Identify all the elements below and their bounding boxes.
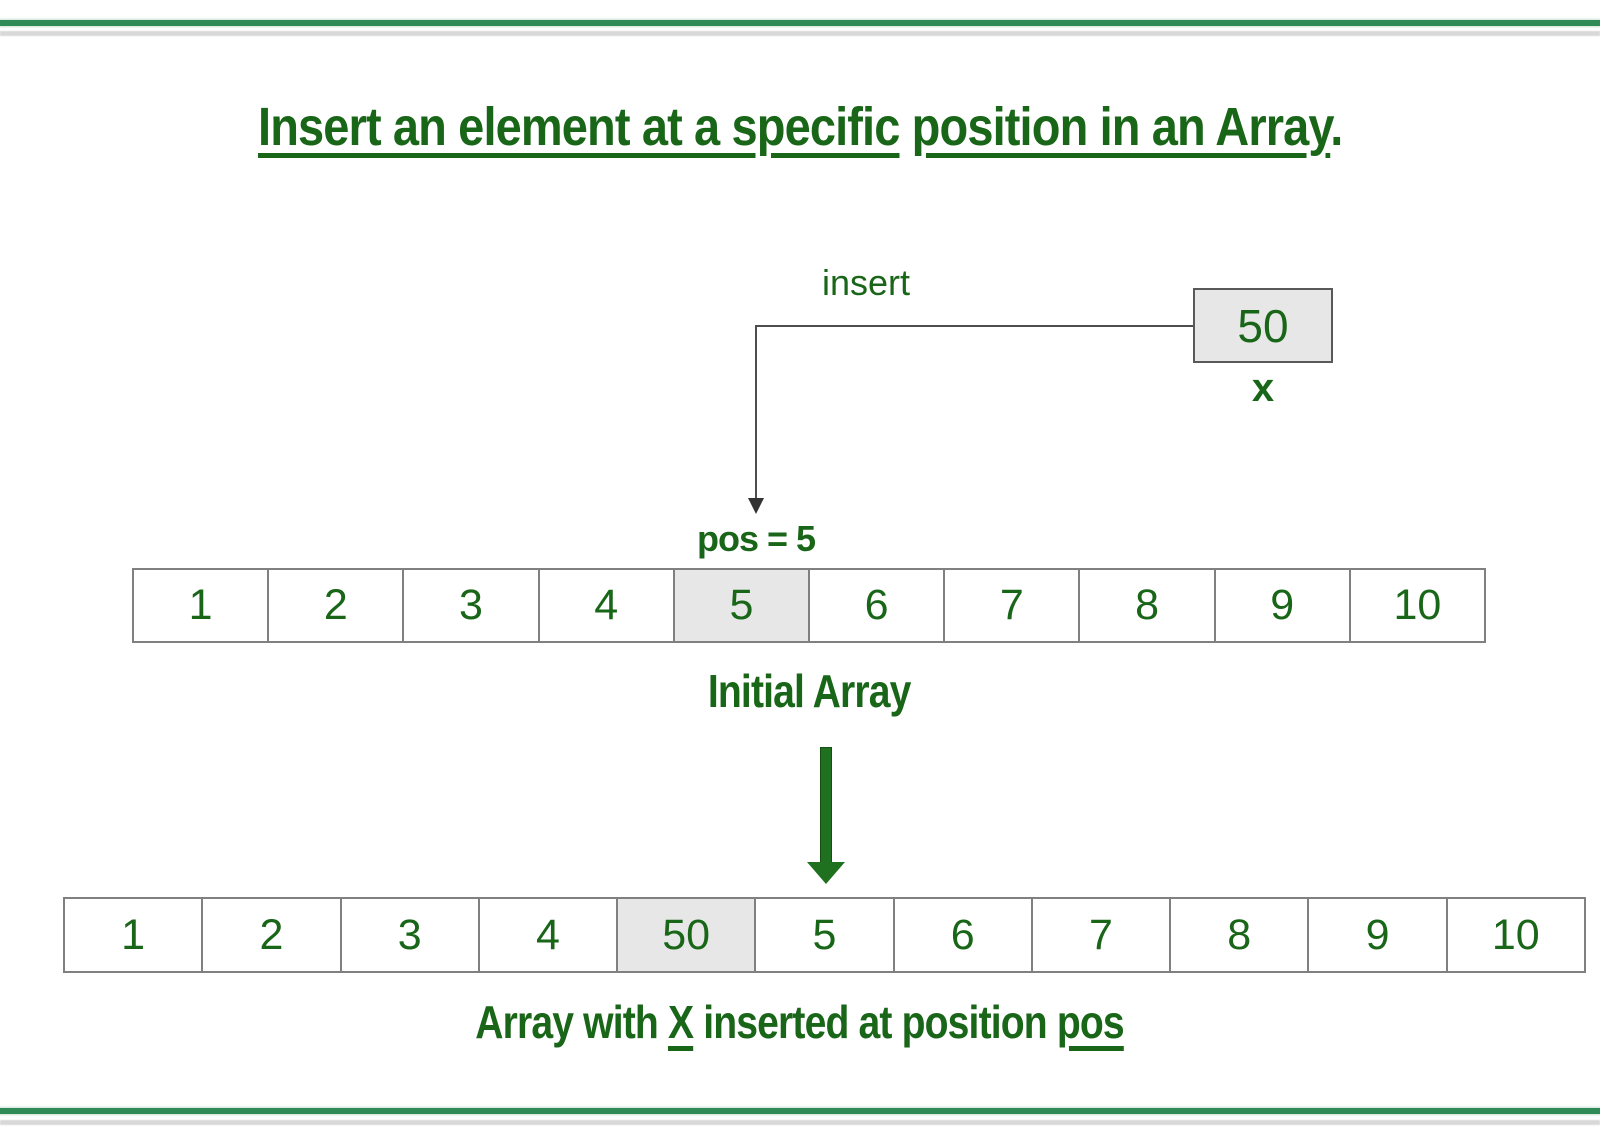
array-cell: 10 <box>1445 899 1584 971</box>
array-cell: 2 <box>267 570 402 641</box>
array-cell: 3 <box>339 899 478 971</box>
array-cell: 6 <box>892 899 1031 971</box>
transform-arrow-shaft <box>820 747 832 865</box>
caption-part2: inserted at position <box>703 996 1048 1048</box>
transform-arrow-head-icon <box>807 862 845 884</box>
top-green-rule <box>0 20 1600 26</box>
array-cell: 50 <box>616 899 755 971</box>
array-cell: 1 <box>188 581 213 629</box>
initial-array-label: Initial Array <box>707 665 911 717</box>
page-title-part1: Insert an element at a specific <box>257 97 900 157</box>
x-value-box: 50 <box>1193 288 1333 363</box>
array-cell: 1 <box>121 910 146 959</box>
insert-label: insert <box>821 262 911 303</box>
array-cell: 5 <box>672 570 809 641</box>
array-cell: 4 <box>477 899 616 971</box>
array-cell: 6 <box>808 570 943 641</box>
bottom-gray-rule <box>0 1120 1600 1125</box>
insert-connector-horizontal <box>756 325 1193 327</box>
bottom-green-rule <box>0 1108 1600 1114</box>
caption-part1: Array with <box>475 996 660 1048</box>
array-cell: 5 <box>754 899 892 971</box>
page-title-period: . <box>1329 97 1343 157</box>
array-cell: 8 <box>1078 570 1213 641</box>
pos-label: pos = 5 <box>696 518 816 559</box>
top-gray-rule <box>0 31 1600 36</box>
array-cell: 4 <box>537 570 673 641</box>
insert-arrowhead-icon <box>748 498 764 514</box>
insert-connector-vertical <box>755 325 757 499</box>
array-cell: 10 <box>1348 570 1484 641</box>
x-variable-label: x <box>1251 366 1275 410</box>
page-title-part2: position in an Array <box>911 97 1330 157</box>
page-title: Insert an element at a specific position… <box>0 96 1600 158</box>
array-cell: 7 <box>943 570 1078 641</box>
array-cell: 9 <box>1213 570 1349 641</box>
array-cell: 3 <box>402 570 537 641</box>
array-cell: 2 <box>201 899 339 971</box>
array-cell: 7 <box>1030 899 1169 971</box>
array-cell: 8 <box>1169 899 1307 971</box>
x-value: 50 <box>1237 299 1289 352</box>
result-array-caption: Array with X inserted at position pos <box>0 995 1600 1049</box>
array-cell: 9 <box>1307 899 1445 971</box>
caption-pos: pos <box>1057 996 1125 1048</box>
caption-x: X <box>668 996 694 1048</box>
